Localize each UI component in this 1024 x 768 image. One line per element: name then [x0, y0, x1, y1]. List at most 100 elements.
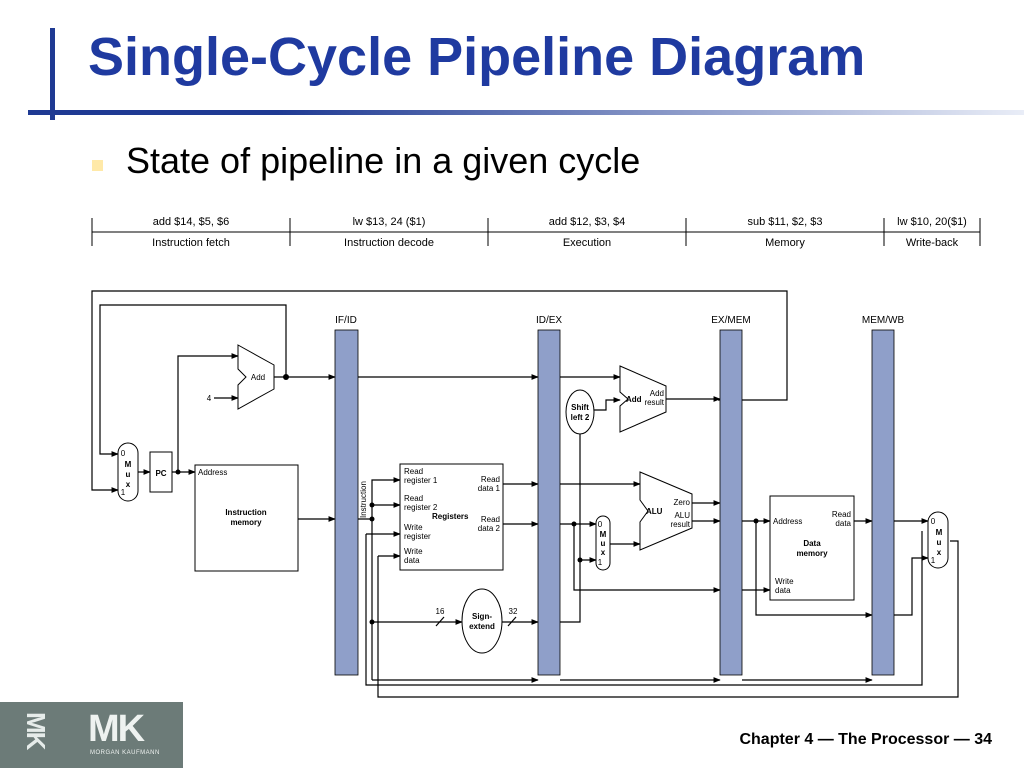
alu-src-mux: 0 M u x 1	[595, 515, 611, 571]
svg-text:left 2: left 2	[571, 413, 590, 422]
stage-instruction: add $12, $3, $4	[549, 216, 625, 228]
slide-footer: Chapter 4 — The Processor — 34	[739, 731, 992, 748]
register-label: IF/ID	[335, 315, 357, 326]
svg-text:x: x	[937, 548, 942, 557]
accent-horizontal-bar	[28, 110, 1024, 115]
stage-instruction: sub $11, $2, $3	[747, 216, 822, 228]
pc-adder: Add 4	[207, 344, 275, 410]
stage-instruction: add $14, $5, $6	[153, 216, 229, 228]
svg-text:x: x	[601, 548, 606, 557]
svg-text:x: x	[126, 480, 131, 489]
svg-text:Read: Read	[404, 494, 423, 503]
svg-text:data: data	[404, 556, 420, 565]
bits-in: 16	[436, 607, 445, 616]
svg-text:PC: PC	[155, 469, 166, 478]
svg-text:0: 0	[931, 517, 936, 526]
svg-text:Add: Add	[251, 373, 265, 382]
alu: ALU Zero ALU result	[639, 471, 693, 551]
svg-text:data 1: data 1	[478, 484, 501, 493]
publisher-logo-subtitle: MORGAN KAUFMANN	[90, 750, 160, 756]
svg-text:1: 1	[121, 488, 126, 497]
datapath-wires	[91, 290, 959, 698]
svg-text:Write: Write	[775, 577, 794, 586]
program-counter: PC	[149, 451, 173, 493]
stage-header: add $14, $5, $6 lw $13, 24 ($1) add $12,…	[91, 216, 981, 249]
svg-text:memory: memory	[230, 518, 262, 527]
stage-name: Write-back	[906, 237, 959, 249]
svg-text:Zero: Zero	[674, 498, 691, 507]
svg-text:Read: Read	[404, 467, 423, 476]
svg-text:M: M	[936, 528, 943, 537]
svg-text:Write: Write	[404, 523, 423, 532]
bullet-marker	[92, 160, 103, 171]
svg-text:Instruction: Instruction	[225, 508, 266, 517]
svg-text:Read: Read	[832, 510, 851, 519]
svg-text:Read: Read	[481, 475, 500, 484]
svg-text:Read: Read	[481, 515, 500, 524]
accent-vertical-bar	[50, 28, 55, 120]
svg-text:data 2: data 2	[478, 524, 501, 533]
pipeline-registers: IF/ID ID/EX EX/MEM MEM/WB Instruction	[334, 315, 905, 676]
bullet-text: State of pipeline in a given cycle	[126, 140, 641, 181]
id-ex-register	[537, 329, 561, 676]
register-label: ID/EX	[536, 315, 562, 326]
svg-text:ALU: ALU	[646, 507, 663, 516]
stage-name: Memory	[765, 237, 805, 249]
publisher-footer-block	[0, 702, 183, 768]
sign-extend: Sign- extend 16 32	[436, 588, 518, 654]
svg-text:u: u	[126, 470, 131, 479]
svg-text:Add: Add	[650, 389, 664, 398]
svg-text:Registers: Registers	[432, 512, 469, 521]
instruction-memory: Address Instruction memory	[194, 464, 299, 572]
register-file: Read register 1 Read register 2 Write re…	[399, 463, 504, 571]
svg-text:Sign-: Sign-	[472, 612, 492, 621]
svg-text:data: data	[775, 586, 791, 595]
svg-text:Data: Data	[803, 539, 821, 548]
pc-mux: 0 M u x 1	[117, 442, 139, 502]
svg-text:Address: Address	[198, 468, 227, 477]
data-memory: Address Read data Data memory Write data	[769, 495, 855, 601]
writeback-mux: 0 M u x 1	[927, 511, 949, 569]
publisher-logo-vertical: MK	[21, 712, 51, 749]
mem-wb-register	[871, 329, 895, 676]
svg-text:Shift: Shift	[571, 403, 589, 412]
svg-text:M: M	[600, 530, 607, 539]
register-label: MEM/WB	[862, 315, 905, 326]
svg-text:Write: Write	[404, 547, 423, 556]
if-id-register	[334, 329, 359, 676]
svg-text:register 1: register 1	[404, 476, 438, 485]
svg-text:data: data	[835, 519, 851, 528]
svg-text:Add: Add	[626, 395, 642, 404]
stage-name: Execution	[563, 237, 611, 249]
register-label: EX/MEM	[711, 315, 750, 326]
branch-adder: Add Add result	[619, 365, 667, 433]
svg-text:0: 0	[121, 449, 126, 458]
publisher-logo: MK	[88, 708, 145, 750]
stage-name: Instruction fetch	[152, 237, 230, 249]
svg-text:1: 1	[931, 556, 936, 565]
svg-text:result: result	[644, 398, 664, 407]
svg-text:result: result	[670, 520, 690, 529]
svg-text:Address: Address	[773, 517, 802, 526]
svg-text:0: 0	[598, 520, 603, 529]
svg-text:memory: memory	[796, 549, 828, 558]
svg-text:M: M	[125, 460, 132, 469]
stage-instruction: lw $13, 24 ($1)	[353, 216, 426, 228]
stage-instruction: lw $10, 20($1)	[897, 216, 967, 228]
stage-name: Instruction decode	[344, 237, 434, 249]
svg-text:u: u	[937, 538, 942, 547]
wire-junctions	[175, 374, 759, 625]
svg-text:extend: extend	[469, 622, 495, 631]
slide-title: Single-Cycle Pipeline Diagram	[88, 27, 866, 87]
svg-text:ALU: ALU	[674, 511, 690, 520]
shift-left-2: Shift left 2	[565, 389, 595, 435]
bits-out: 32	[509, 607, 518, 616]
ex-mem-register	[719, 329, 743, 676]
svg-text:u: u	[601, 539, 606, 548]
svg-text:register 2: register 2	[404, 503, 438, 512]
constant-four: 4	[207, 394, 212, 403]
instruction-label: Instruction	[359, 481, 368, 518]
svg-text:1: 1	[598, 558, 603, 567]
svg-text:register: register	[404, 532, 431, 541]
